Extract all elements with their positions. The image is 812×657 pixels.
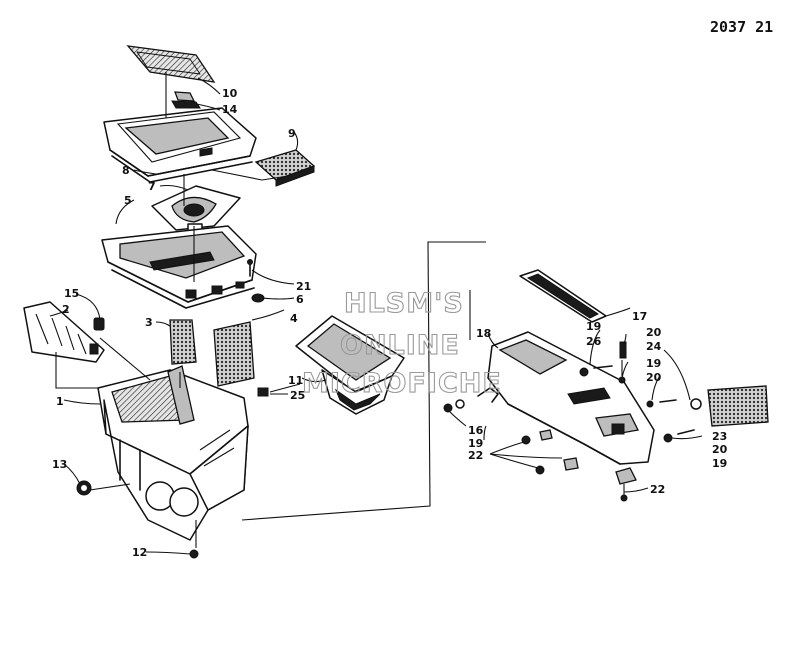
part-10-top-cover xyxy=(126,45,216,83)
part-8-lid xyxy=(103,107,257,183)
part-23-filter-pad xyxy=(707,385,769,427)
part-5-base-tray xyxy=(101,225,257,309)
callout-14: 14 xyxy=(222,103,238,116)
part-18-duct xyxy=(487,331,655,465)
callout-19c: 19 xyxy=(468,437,483,450)
callout-22b: 22 xyxy=(650,483,665,496)
callout-15: 15 xyxy=(64,287,79,300)
callout-16: 16 xyxy=(468,424,484,437)
callout-1: 1 xyxy=(56,395,64,408)
callout-17: 17 xyxy=(632,310,647,323)
callout-19d: 19 xyxy=(712,457,727,470)
part-1-airbox xyxy=(97,365,249,541)
watermark: HLSM'S ONLINE MICROFICHE xyxy=(301,287,502,399)
callout-13: 13 xyxy=(52,458,67,471)
part-11-intake-duct xyxy=(295,315,405,415)
callout-6: 6 xyxy=(296,293,304,306)
callout-19b: 19 xyxy=(646,357,661,370)
part-12-drain xyxy=(189,549,199,559)
callout-12: 12 xyxy=(132,546,147,559)
callout-22a: 22 xyxy=(468,449,483,462)
part-15-plug xyxy=(93,317,105,331)
callout-2: 2 xyxy=(62,303,70,316)
callout-23: 23 xyxy=(712,430,727,443)
callout-4: 4 xyxy=(290,312,298,325)
callout-19a: 19 xyxy=(586,320,601,333)
watermark-line3: MICROFICHE xyxy=(302,368,502,399)
part-17-gasket xyxy=(519,269,607,323)
part-7-throat xyxy=(151,185,241,235)
callout-25: 25 xyxy=(290,389,305,402)
leader-lines xyxy=(49,77,703,555)
callout-9: 9 xyxy=(288,127,296,140)
part-3-screen xyxy=(169,319,197,365)
part-2-side-plate xyxy=(23,301,105,363)
callout-20b: 20 xyxy=(646,371,662,384)
part-9-filter xyxy=(254,149,316,187)
callout-18: 18 xyxy=(476,327,491,340)
callout-20c: 20 xyxy=(712,443,728,456)
callout-7: 7 xyxy=(148,180,156,193)
callout-21: 21 xyxy=(296,280,311,293)
part-4-screen xyxy=(213,321,255,387)
callout-20a: 20 xyxy=(646,326,662,339)
callout-8: 8 xyxy=(122,164,130,177)
callout-26: 26 xyxy=(586,335,602,348)
corner-code: 2037 21 xyxy=(710,18,773,36)
part-25-bolt xyxy=(257,387,269,397)
watermark-line1: HLSM'S xyxy=(344,288,464,319)
watermark-line2: ONLINE xyxy=(340,330,460,361)
part-21-screw xyxy=(247,259,253,277)
callout-11: 11 xyxy=(288,374,303,387)
callout-labels: 10 14 9 8 7 5 21 6 15 2 3 4 11 25 1 13 1… xyxy=(52,87,728,559)
part-16-clip xyxy=(477,387,499,403)
fasteners xyxy=(443,341,702,502)
callout-24: 24 xyxy=(646,340,662,353)
assembly-guide-lines xyxy=(55,72,625,548)
callout-3: 3 xyxy=(145,316,153,329)
part-14-bracket xyxy=(171,91,201,109)
part-13-fitting xyxy=(76,480,92,496)
callout-5: 5 xyxy=(124,194,132,207)
callout-10: 10 xyxy=(222,87,238,100)
